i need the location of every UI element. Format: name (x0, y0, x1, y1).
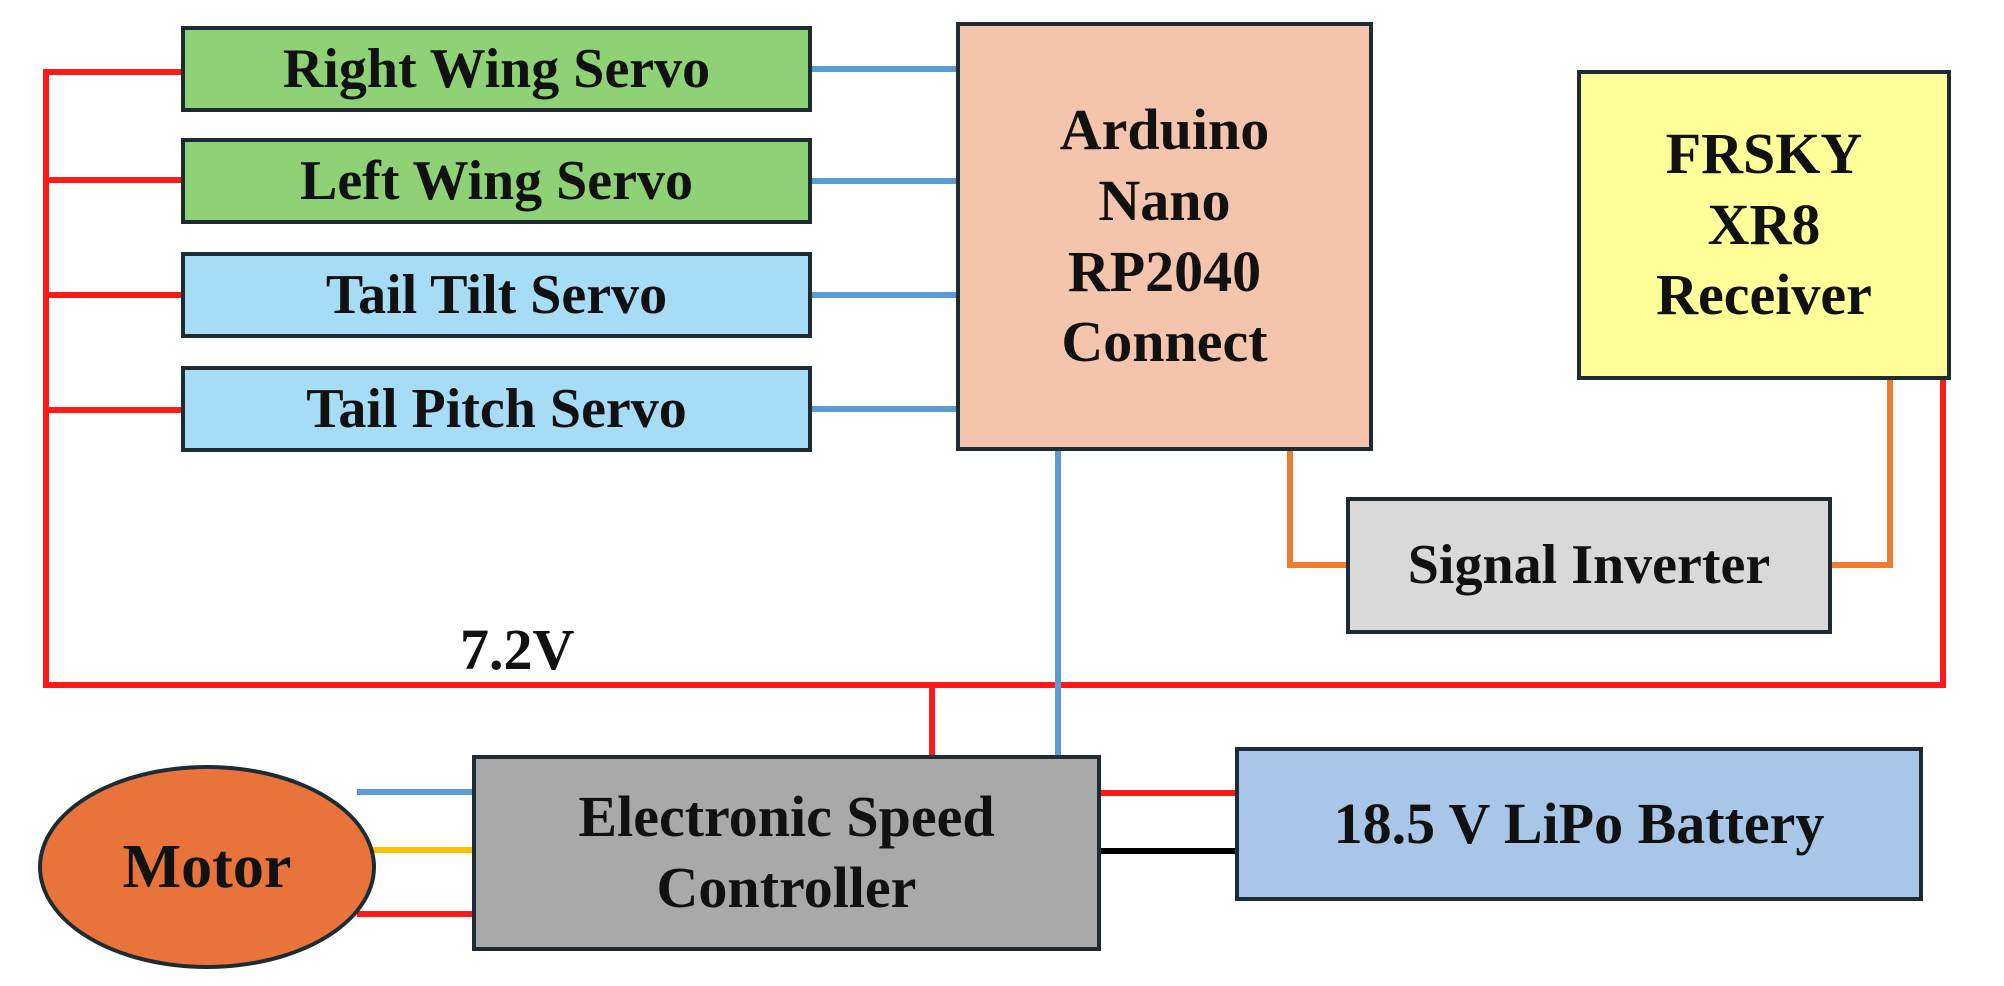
sbus-wire-arduino-inverter (1287, 448, 1349, 568)
motor-ellipse: Motor (38, 765, 376, 969)
tail-tilt-servo-box: Tail Tilt Servo (181, 252, 812, 338)
right-wing-servo-box: Right Wing Servo (181, 26, 812, 112)
signal-inverter-box: Signal Inverter (1346, 497, 1832, 634)
esc-box: Electronic Speed Controller (472, 755, 1101, 951)
sbus-wire-receiver-inverter (1829, 377, 1893, 568)
left-wing-servo-box: Left Wing Servo (181, 138, 812, 224)
power-bus-wire (43, 69, 1946, 688)
battery-box: 18.5 V LiPo Battery (1235, 747, 1923, 901)
arduino-box: Arduino Nano RP2040 Connect (956, 22, 1373, 451)
voltage-label: 7.2V (460, 617, 575, 682)
tail-pitch-servo-box: Tail Pitch Servo (181, 366, 812, 452)
receiver-box: FRSKY XR8 Receiver (1577, 70, 1951, 380)
